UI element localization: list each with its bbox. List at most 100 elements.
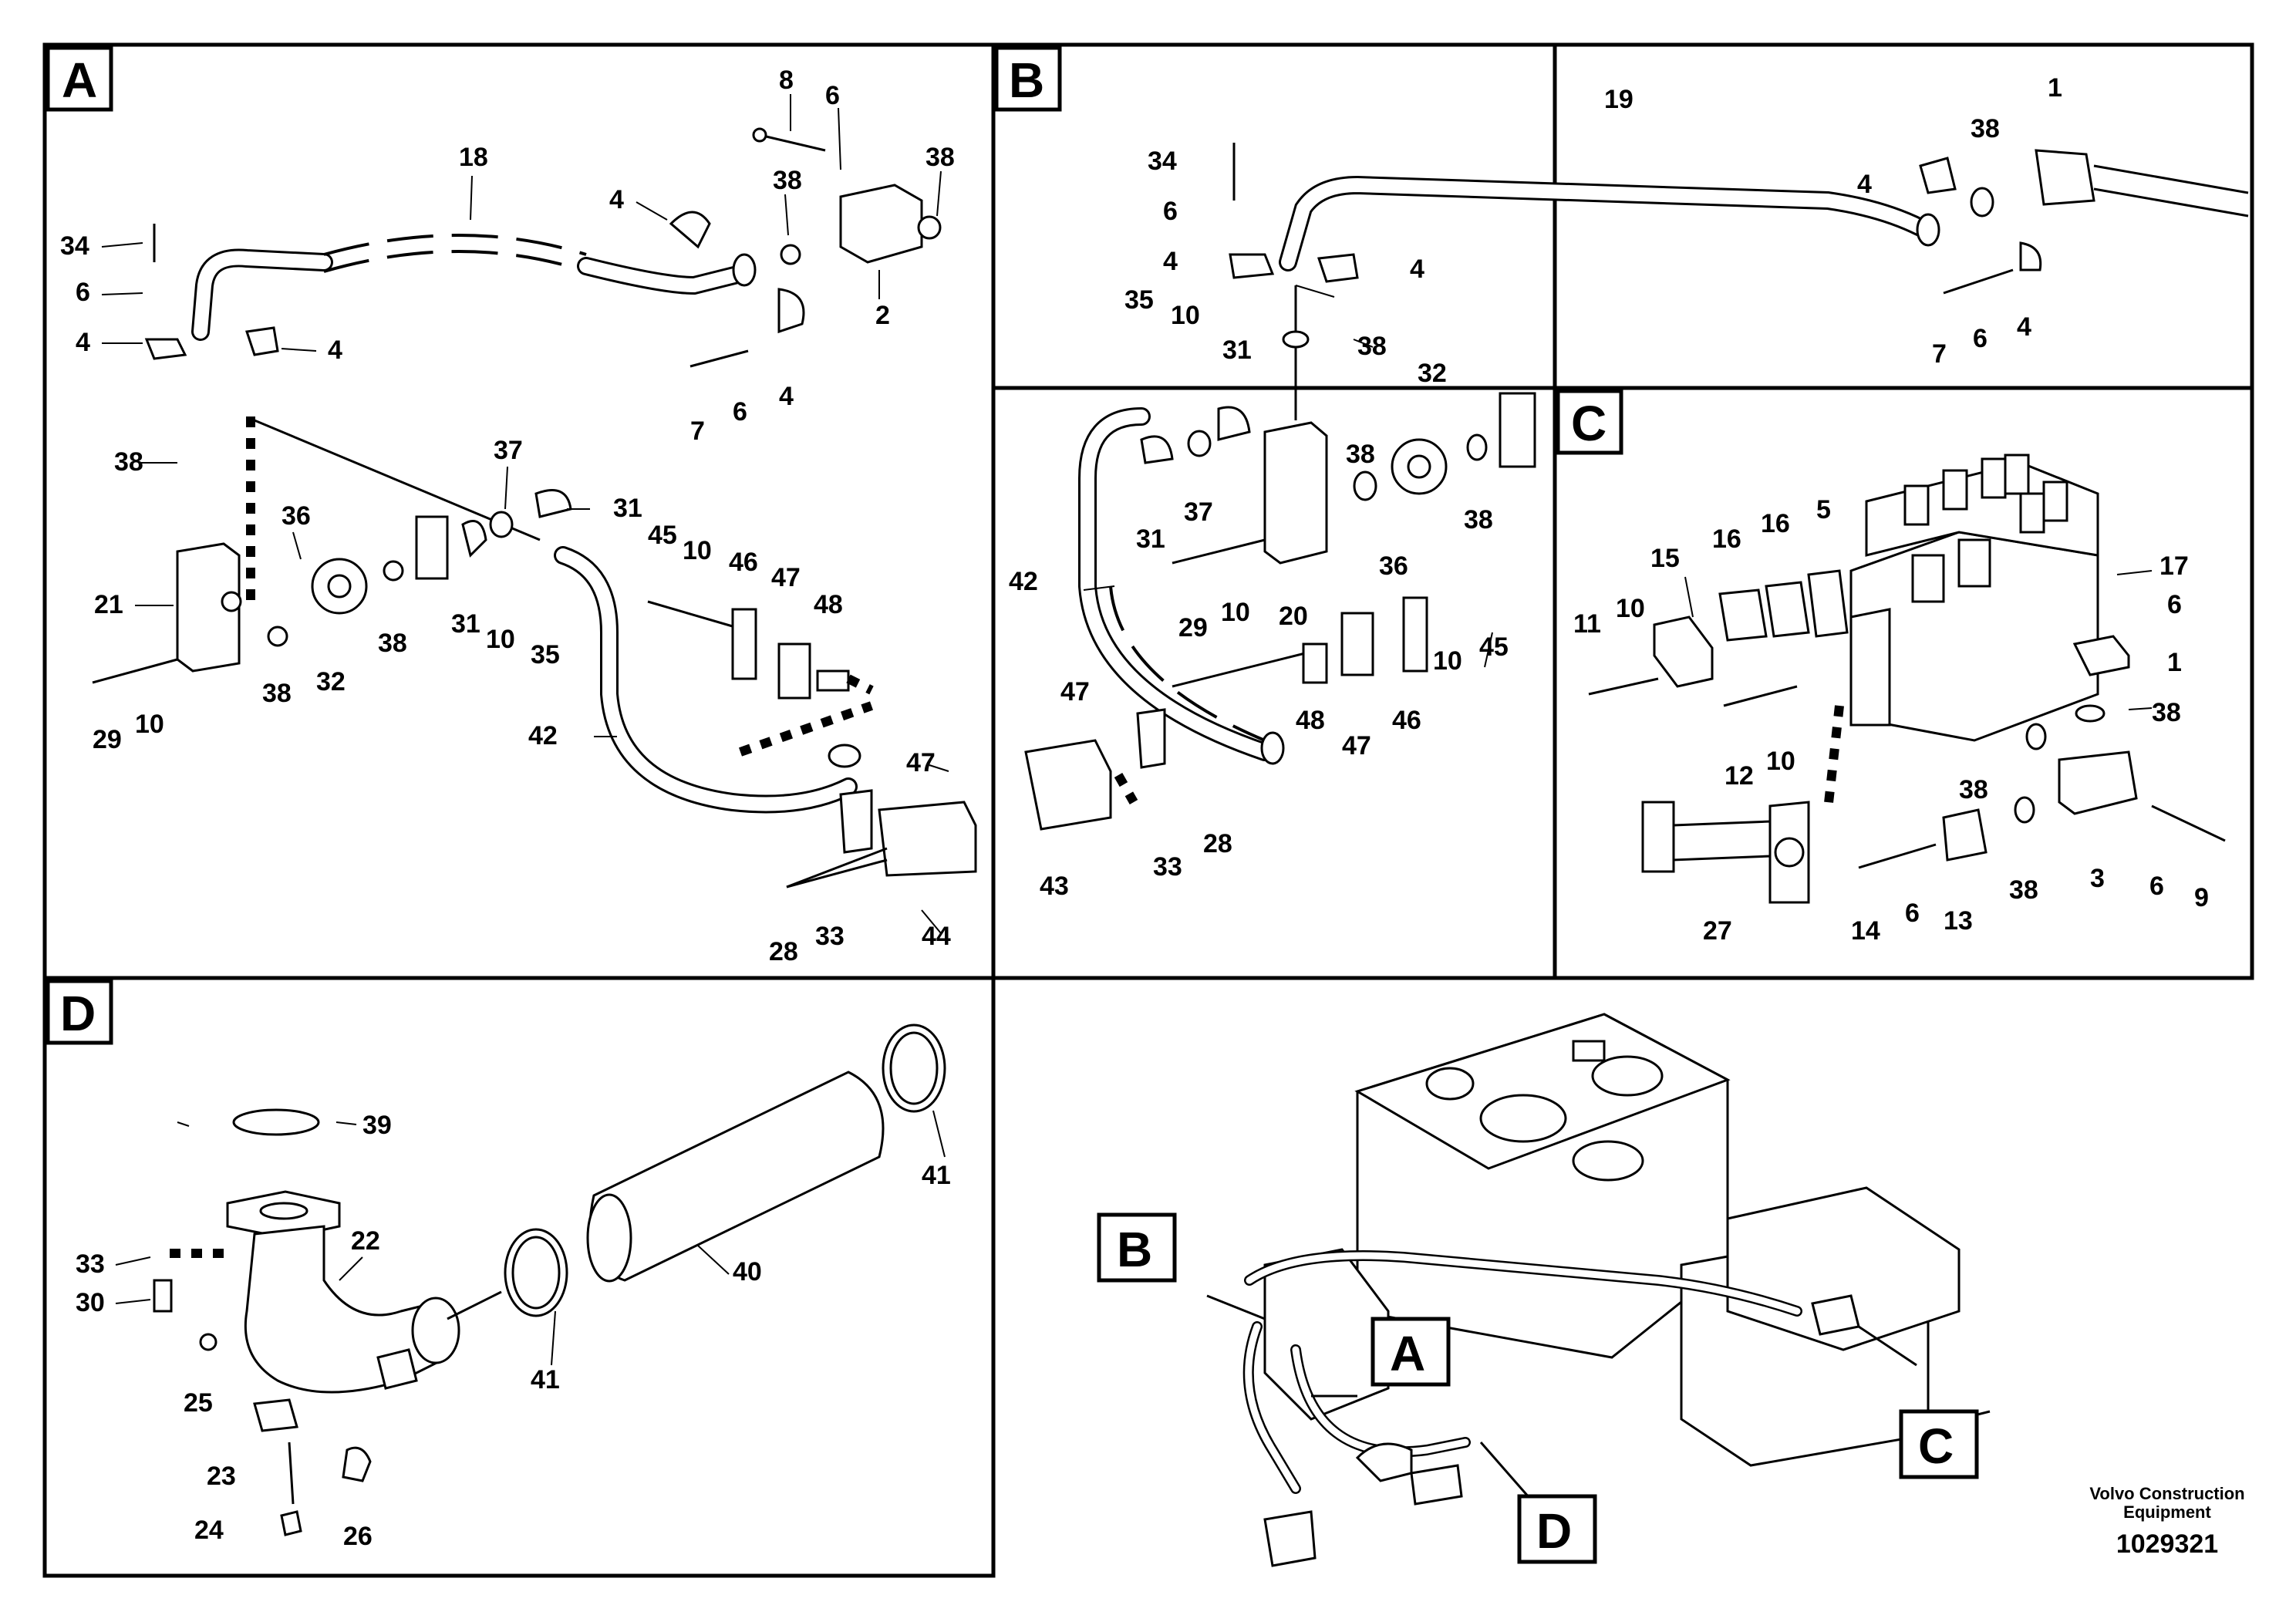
svg-text:C: C <box>1571 396 1607 451</box>
svg-text:D: D <box>1536 1503 1572 1559</box>
callout-number: 1 <box>2048 73 2062 103</box>
panel-c-label: C <box>1556 389 1623 455</box>
callout-number: 36 <box>282 501 311 531</box>
callout-number: 12 <box>1725 761 1754 791</box>
callout-number: 4 <box>1163 247 1178 276</box>
callout-number: 28 <box>769 937 798 966</box>
callout-number: 10 <box>1433 646 1462 676</box>
callout-number: 10 <box>135 710 164 739</box>
overview-label-c: C <box>1899 1409 1979 1479</box>
callout-number: 35 <box>1124 285 1154 315</box>
panel-b-callouts: 19 1 34 38 4 6 4 4 35 10 31 38 32 38 31 … <box>1009 73 2062 901</box>
callout-number: 48 <box>814 590 843 619</box>
callout-number: 42 <box>528 721 558 750</box>
panel-d-label: D <box>46 979 113 1045</box>
callout-number: 6 <box>2149 872 2164 901</box>
panel-a-drawing <box>92 127 977 889</box>
callout-number: 38 <box>262 679 292 708</box>
callout-number: 38 <box>2152 698 2181 727</box>
callout-number: 1 <box>2167 648 2182 677</box>
document-number: 1029321 <box>2116 1529 2218 1559</box>
callout-number: 38 <box>378 629 407 658</box>
callout-number: 4 <box>2017 312 2031 342</box>
callout-number: 14 <box>1851 916 1880 946</box>
callout-number: 10 <box>683 536 712 565</box>
machine-overview <box>1206 1013 1991 1567</box>
callout-number: 45 <box>1479 632 1509 662</box>
overview-label-d: D <box>1517 1494 1597 1564</box>
callout-number: 40 <box>733 1257 762 1286</box>
callout-number: 6 <box>1973 324 1988 353</box>
panel-b-label: B <box>994 46 1062 112</box>
callout-number: 25 <box>184 1388 213 1418</box>
callout-number: 47 <box>771 563 801 592</box>
callout-number: 31 <box>1136 524 1165 554</box>
callout-number: 16 <box>1712 524 1741 554</box>
callout-number: 4 <box>1857 170 1872 199</box>
callout-number: 10 <box>1221 598 1250 627</box>
callout-number: 4 <box>779 382 794 411</box>
callout-number: 43 <box>1040 872 1069 901</box>
svg-text:A: A <box>62 52 97 108</box>
callout-number: 4 <box>328 336 342 365</box>
callout-number: 10 <box>486 625 515 654</box>
callout-number: 37 <box>1184 497 1213 527</box>
callout-number: 4 <box>609 185 624 214</box>
callout-number: 42 <box>1009 567 1038 596</box>
callout-number: 16 <box>1761 509 1790 538</box>
callout-number: 38 <box>1971 114 2000 143</box>
callout-number: 48 <box>1296 706 1325 735</box>
callout-number: 6 <box>1905 899 1920 928</box>
callout-number: 31 <box>613 494 642 523</box>
callout-number: 26 <box>343 1522 373 1551</box>
callout-number: 4 <box>1410 255 1424 284</box>
svg-text:B: B <box>1009 52 1044 108</box>
callout-number: 24 <box>194 1516 224 1545</box>
panel-c-callouts: 15 16 16 5 11 10 17 6 1 38 12 10 38 27 1… <box>1573 495 2209 946</box>
callout-number: 30 <box>76 1288 105 1317</box>
callout-number: 10 <box>1616 594 1645 623</box>
callout-number: 8 <box>779 66 794 95</box>
callout-number: 39 <box>362 1111 392 1140</box>
callout-number: 7 <box>690 416 705 446</box>
panel-d-drawing <box>153 1023 946 1536</box>
panel-a-label: A <box>46 46 113 112</box>
svg-text:C: C <box>1918 1418 1954 1474</box>
callout-number: 6 <box>825 81 840 110</box>
panel-d-callouts: 39 22 40 41 41 33 30 25 23 24 26 <box>76 1111 951 1551</box>
overview-label-a: A <box>1371 1317 1451 1387</box>
maker-caption-line2: Equipment <box>2123 1502 2211 1522</box>
callout-number: 3 <box>2090 864 2105 893</box>
callout-number: 38 <box>1346 440 1375 469</box>
callout-number: 21 <box>94 590 123 619</box>
callout-number: 11 <box>1573 609 1601 639</box>
callout-number: 41 <box>922 1161 951 1190</box>
callout-number: 35 <box>531 640 560 669</box>
callout-number: 47 <box>906 748 936 777</box>
callout-number: 2 <box>875 301 890 330</box>
svg-text:A: A <box>1390 1326 1425 1381</box>
panel-a-callouts: 18 8 6 38 4 34 6 4 4 38 2 7 6 4 38 37 31… <box>60 66 955 966</box>
callout-number: 6 <box>1163 197 1178 226</box>
callout-number: 10 <box>1171 301 1200 330</box>
callout-number: 38 <box>1959 775 1988 804</box>
callout-number: 5 <box>1816 495 1831 524</box>
callout-number: 29 <box>1178 613 1208 642</box>
callout-number: 33 <box>76 1249 105 1279</box>
callout-number: 6 <box>76 278 90 307</box>
callout-number: 7 <box>1932 339 1947 369</box>
callout-number: 32 <box>316 667 346 696</box>
maker-caption-line1: Volvo Construction <box>2089 1484 2244 1503</box>
callout-number: 27 <box>1703 916 1732 946</box>
callout-number: 38 <box>1464 505 1493 534</box>
callout-number: 32 <box>1418 359 1447 388</box>
callout-number: 17 <box>2159 551 2189 581</box>
panel-c-drawing <box>1588 454 2226 904</box>
callout-number: 41 <box>531 1365 560 1394</box>
callout-number: 37 <box>494 436 523 465</box>
callout-number: 46 <box>729 548 758 577</box>
callout-number: 38 <box>773 166 802 195</box>
callout-number: 36 <box>1379 551 1408 581</box>
callout-number: 44 <box>922 922 951 951</box>
callout-number: 19 <box>1604 85 1633 114</box>
